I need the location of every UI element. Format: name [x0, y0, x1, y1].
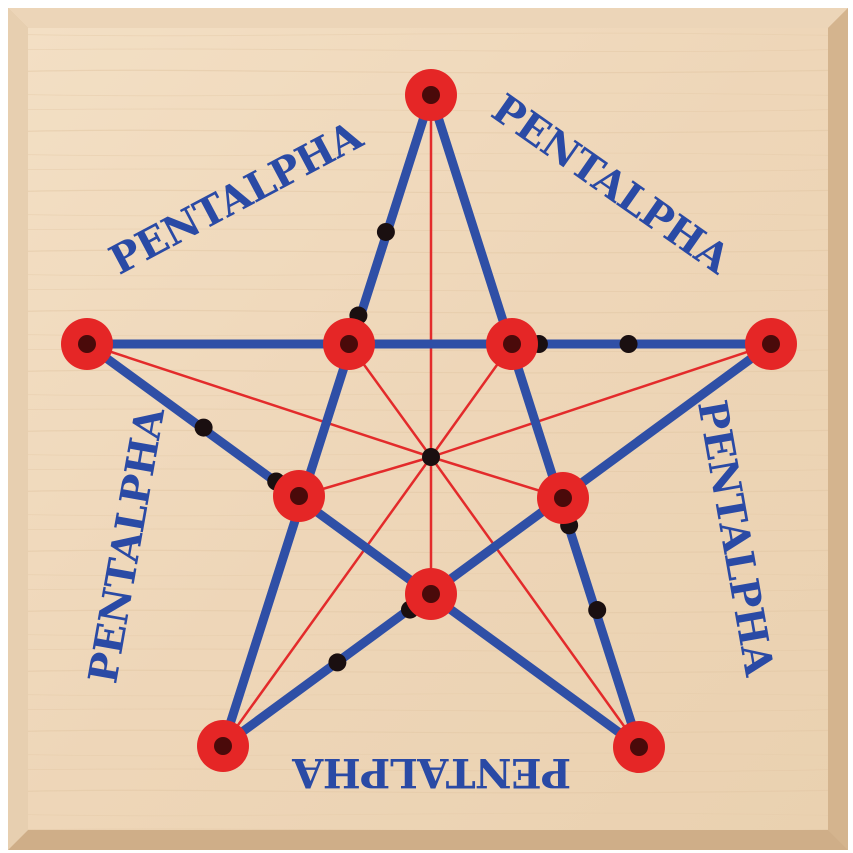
spot-outer-lower-left[interactable] — [197, 720, 249, 772]
red-spoke-line — [221, 455, 433, 748]
spot-inner-left[interactable] — [273, 470, 325, 522]
board-label-bottom: PENTALPHA — [291, 749, 571, 796]
spot-inner-right[interactable] — [537, 472, 589, 524]
blue-star-lines — [82, 90, 776, 752]
spot-outer-top[interactable] — [405, 69, 457, 121]
spot-inner-upper-right[interactable] — [486, 318, 538, 370]
spot-outer-lower-right[interactable] — [613, 721, 665, 773]
red-spoke-line — [429, 342, 773, 459]
spot-inner-bottom[interactable] — [405, 568, 457, 620]
red-spoke-line — [429, 455, 641, 749]
spot-outer-upper-left[interactable] — [61, 318, 113, 370]
blue-star-line — [82, 339, 644, 752]
center-junction[interactable] — [422, 448, 440, 466]
wooden-board — [8, 8, 848, 850]
spot-outer-upper-right[interactable] — [745, 318, 797, 370]
line-junction[interactable] — [619, 335, 638, 353]
blue-star-line — [218, 339, 776, 751]
spot-inner-upper-left[interactable] — [323, 318, 375, 370]
line-junction[interactable] — [376, 222, 395, 241]
playing-spots — [61, 69, 797, 773]
red-spoke-line — [85, 342, 433, 459]
blue-star-line — [426, 90, 644, 752]
line-junction[interactable] — [588, 601, 607, 620]
blue-star-line — [218, 90, 436, 751]
line-junction[interactable] — [194, 418, 213, 437]
line-junction[interactable] — [328, 653, 347, 672]
